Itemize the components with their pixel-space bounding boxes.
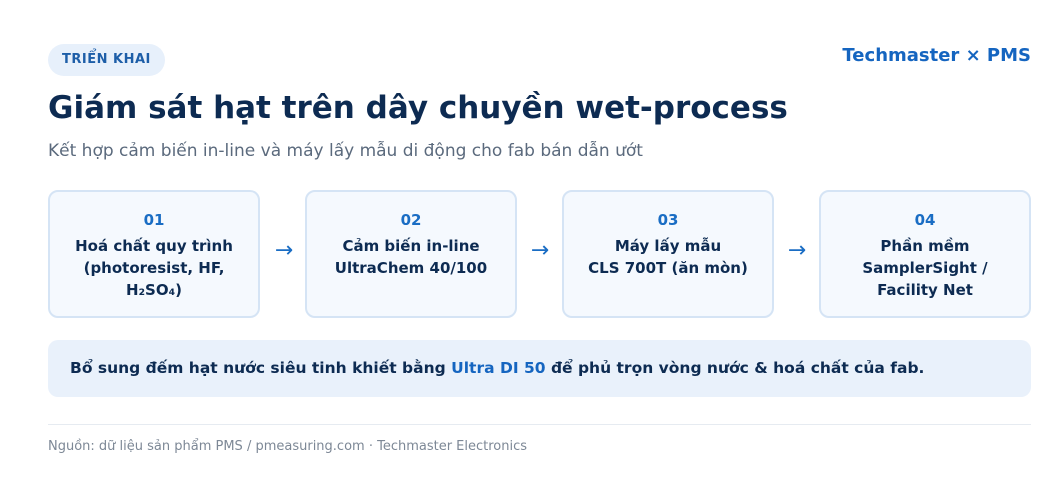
section-badge: TRIỂN KHAI <box>48 44 165 76</box>
step-label: Phần mềm SamplerSight / Facility Net <box>862 237 988 299</box>
page-subtitle: Kết hợp cảm biến in-line và máy lấy mẫu … <box>48 141 643 161</box>
page-title: Giám sát hạt trên dây chuyền wet-process <box>48 90 788 126</box>
step-card-2: 02 Cảm biến in-line UltraChem 40/100 <box>305 190 517 318</box>
brand-label: Techmaster × PMS <box>842 45 1031 66</box>
arrow-right-icon: → <box>274 238 294 263</box>
step-number: 01 <box>143 211 165 229</box>
step-number: 03 <box>657 211 679 229</box>
step-number: 02 <box>400 211 422 229</box>
arrow-right-icon: → <box>787 238 807 263</box>
step-card-4: 04 Phần mềm SamplerSight / Facility Net <box>819 190 1031 318</box>
step-label: Cảm biến in-line UltraChem 40/100 <box>334 237 488 277</box>
step-label: Máy lấy mẫu CLS 700T (ăn mòn) <box>588 237 748 277</box>
note-text-before: Bổ sung đếm hạt nước siêu tinh khiết bằn… <box>70 359 452 377</box>
step-card-1: 01 Hoá chất quy trình (photoresist, HF, … <box>48 190 260 318</box>
step-number: 04 <box>914 211 936 229</box>
footer-divider <box>48 424 1031 425</box>
step-card-3: 03 Máy lấy mẫu CLS 700T (ăn mòn) <box>562 190 774 318</box>
source-citation: Nguồn: dữ liệu sản phẩm PMS / pmeasuring… <box>48 439 528 454</box>
arrow-right-icon: → <box>530 238 550 263</box>
step-label: Hoá chất quy trình (photoresist, HF, H₂S… <box>75 237 233 299</box>
info-note: Bổ sung đếm hạt nước siêu tinh khiết bằn… <box>48 340 1031 397</box>
note-highlight-product: Ultra DI 50 <box>451 359 546 377</box>
note-text-after: để phủ trọn vòng nước & hoá chất của fab… <box>545 359 925 377</box>
